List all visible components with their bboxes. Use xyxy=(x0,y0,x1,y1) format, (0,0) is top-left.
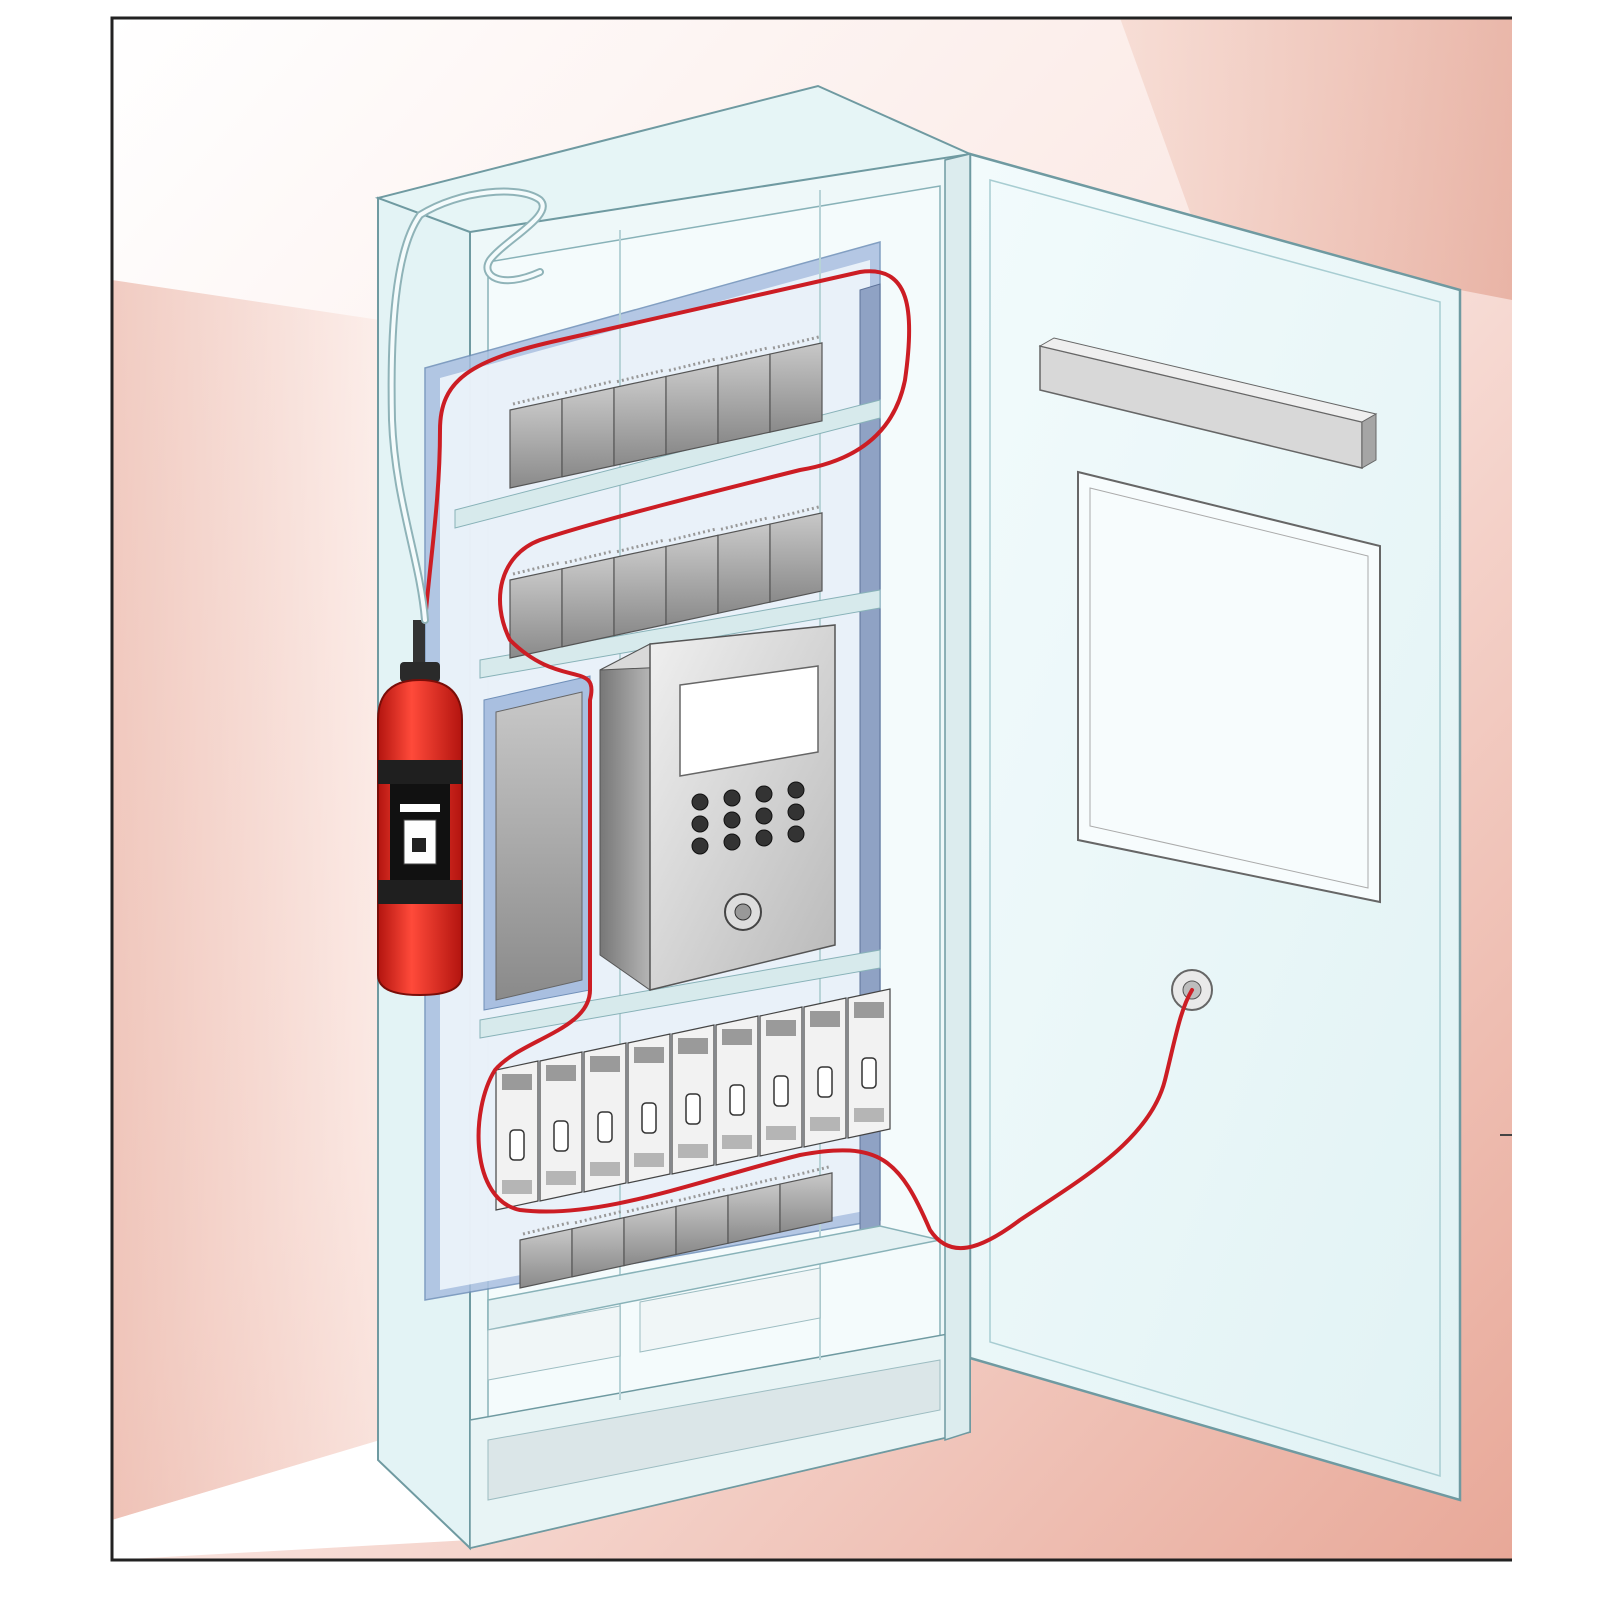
control-button-icon xyxy=(723,789,741,807)
door-document-holder xyxy=(1077,470,1381,904)
breaker-switch-icon xyxy=(817,1066,833,1098)
tall-module-body xyxy=(495,691,583,1001)
breaker-top-cap xyxy=(502,1074,532,1090)
module xyxy=(613,375,667,467)
door-handle-bar xyxy=(1038,337,1378,469)
module xyxy=(561,556,615,648)
control-button-icon xyxy=(723,833,741,851)
floor xyxy=(112,1440,470,1560)
frame-border xyxy=(110,16,1512,1562)
breaker-terminal xyxy=(634,1153,664,1167)
breaker-terminal xyxy=(722,1135,752,1149)
door-inner-edge xyxy=(989,179,1441,1478)
shelf xyxy=(479,589,881,679)
control-box-side xyxy=(599,643,651,991)
control-button-icon xyxy=(787,803,805,821)
breaker-terminal xyxy=(678,1144,708,1158)
breaker-top-cap xyxy=(678,1038,708,1054)
breaker-switch-icon xyxy=(773,1075,789,1107)
module-row-second xyxy=(509,505,823,659)
module xyxy=(509,398,563,489)
breaker-switch-icon xyxy=(641,1102,657,1134)
extinguisher-label-strip xyxy=(400,804,440,812)
control-button-icon xyxy=(787,781,805,799)
breaker-top-cap xyxy=(722,1029,752,1045)
control-box xyxy=(599,624,836,991)
module-row-top xyxy=(509,335,823,489)
control-button-icon xyxy=(691,837,709,855)
module xyxy=(769,512,823,603)
extinguisher-label-mark xyxy=(412,838,426,852)
module xyxy=(769,342,823,433)
door-hinge-edge xyxy=(944,153,971,1442)
control-button-icon xyxy=(755,829,773,847)
extinguisher-band xyxy=(378,760,462,784)
breaker-top-cap xyxy=(854,1002,884,1018)
supply-hose-highlight xyxy=(389,189,545,622)
extinguisher-band xyxy=(378,880,462,904)
extinguisher-valve-body xyxy=(400,662,440,682)
control-button-icon xyxy=(691,815,709,833)
breaker-switch-icon xyxy=(597,1111,613,1143)
module xyxy=(665,364,719,456)
module xyxy=(717,523,771,615)
control-button-icon xyxy=(723,811,741,829)
breaker-top-cap xyxy=(810,1011,840,1027)
control-button-icon xyxy=(755,807,773,825)
extinguisher-valve-stem xyxy=(413,620,425,672)
detection-tube xyxy=(423,269,1194,1250)
circuit-breaker-row xyxy=(495,988,891,1211)
breaker-terminal xyxy=(546,1171,576,1185)
module xyxy=(561,386,615,478)
plinth-recess xyxy=(487,1359,941,1501)
left-wall-shade xyxy=(112,280,380,1520)
breaker-terminal xyxy=(502,1180,532,1194)
control-box-display xyxy=(679,665,819,777)
control-button-icon xyxy=(755,785,773,803)
breaker-terminal xyxy=(766,1126,796,1140)
module xyxy=(613,545,667,637)
breaker-terminal xyxy=(590,1162,620,1176)
module xyxy=(717,353,771,445)
key-switch-core xyxy=(734,903,752,921)
cabinet-door xyxy=(944,152,1462,1502)
lower-compartment-box xyxy=(487,1305,621,1381)
module-row-bottom xyxy=(519,1165,833,1289)
control-button-icon xyxy=(787,825,805,843)
breaker-switch-icon xyxy=(509,1129,525,1161)
breaker-switch-icon xyxy=(685,1093,701,1125)
breaker-terminal xyxy=(810,1117,840,1131)
breaker-switch-icon xyxy=(729,1084,745,1116)
breaker-top-cap xyxy=(766,1020,796,1036)
breaker-switch-icon xyxy=(553,1120,569,1152)
lower-compartment-box xyxy=(639,1267,821,1353)
breaker-switch-icon xyxy=(861,1057,877,1089)
breaker-top-cap xyxy=(590,1056,620,1072)
tall-module xyxy=(483,675,591,1011)
module xyxy=(665,534,719,626)
control-button-icon xyxy=(691,793,709,811)
module xyxy=(779,1172,833,1233)
control-buttons xyxy=(691,781,805,855)
breaker-top-cap xyxy=(546,1065,576,1081)
shelves xyxy=(454,399,881,1039)
breaker-terminal xyxy=(854,1108,884,1122)
fire-extinguisher-icon xyxy=(377,620,463,997)
breaker-top-cap xyxy=(634,1047,664,1063)
document-holder-inner xyxy=(1089,487,1369,889)
